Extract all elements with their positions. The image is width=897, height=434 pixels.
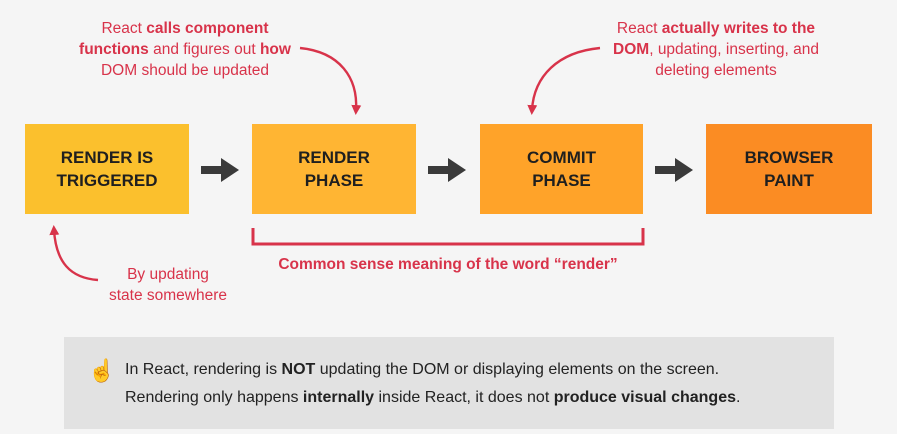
box-label-line1: RENDER [298, 148, 370, 167]
render-phase-box: RENDER PHASE [252, 124, 416, 214]
render-triggered-box: RENDER IS TRIGGERED [25, 124, 189, 214]
info-box [64, 337, 834, 429]
trigger-note: By updating state somewhere [108, 266, 228, 304]
commit-phase-note: React actually writes to the DOM, updati… [613, 20, 819, 79]
bracket-label: Common sense meaning of the word “render… [278, 256, 618, 273]
box-label-line2: PHASE [532, 171, 591, 190]
box-label-line2: TRIGGERED [56, 171, 158, 190]
box-label-line1: BROWSER [744, 148, 834, 167]
box-label-line1: RENDER IS [60, 148, 154, 167]
flow-arrow-3 [655, 158, 693, 182]
browser-paint-box: BROWSER PAINT [706, 124, 872, 214]
commit-phase-box: COMMIT PHASE [480, 124, 643, 214]
render-phase-note: React calls component functions and figu… [79, 20, 291, 79]
box-label-line2: PAINT [764, 171, 814, 190]
render-bracket [251, 228, 645, 246]
flow-arrow-2 [428, 158, 466, 182]
curved-arrow-trigger [49, 225, 99, 282]
box-label-line2: PHASE [304, 171, 364, 190]
curved-arrow-render-phase [299, 46, 362, 115]
box-label-line1: COMMIT [527, 148, 596, 167]
info-text: In React, rendering is NOT updating the … [125, 361, 741, 406]
flow-arrow-1 [201, 158, 239, 182]
pointing-up-hand-icon: ☝ [88, 358, 116, 383]
curved-arrow-commit-phase [527, 46, 601, 115]
